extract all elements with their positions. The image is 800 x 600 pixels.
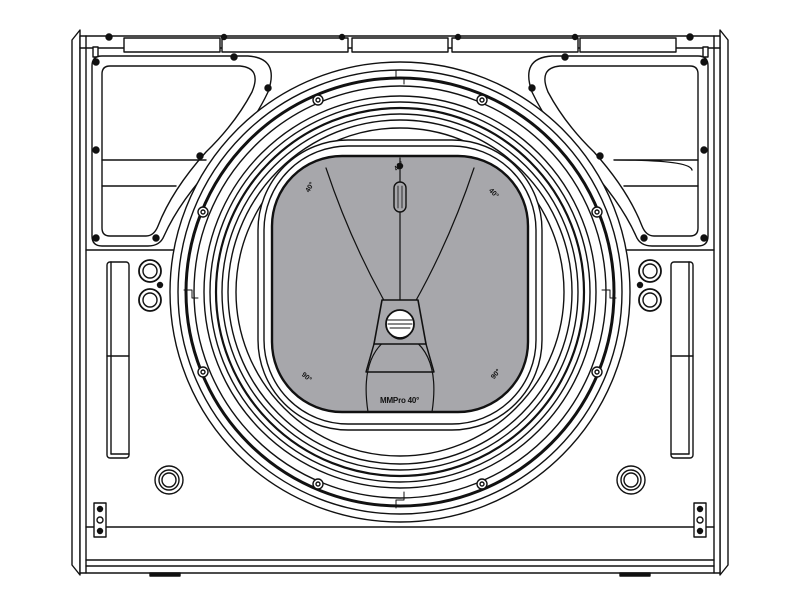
right-input-connectors [636, 259, 662, 312]
left-handle [91, 53, 272, 247]
top-grille-rail [92, 33, 709, 58]
phase-plug [385, 309, 415, 340]
left-input-connectors [138, 259, 164, 312]
right-rigging-points [693, 502, 707, 538]
left-rigging-points [93, 502, 107, 538]
feet [149, 572, 651, 577]
right-side-slot [670, 261, 694, 459]
right-bottom-port [616, 465, 646, 495]
bottom-rail [85, 559, 715, 567]
right-handle [196, 53, 709, 247]
left-bottom-port [154, 465, 184, 495]
horn-model-label: MMPro 40° [380, 396, 420, 405]
horn-waveguide [257, 139, 543, 431]
woofer-screws [197, 94, 603, 490]
left-side-slot [106, 261, 130, 459]
woofer-cone-rings [183, 69, 617, 509]
